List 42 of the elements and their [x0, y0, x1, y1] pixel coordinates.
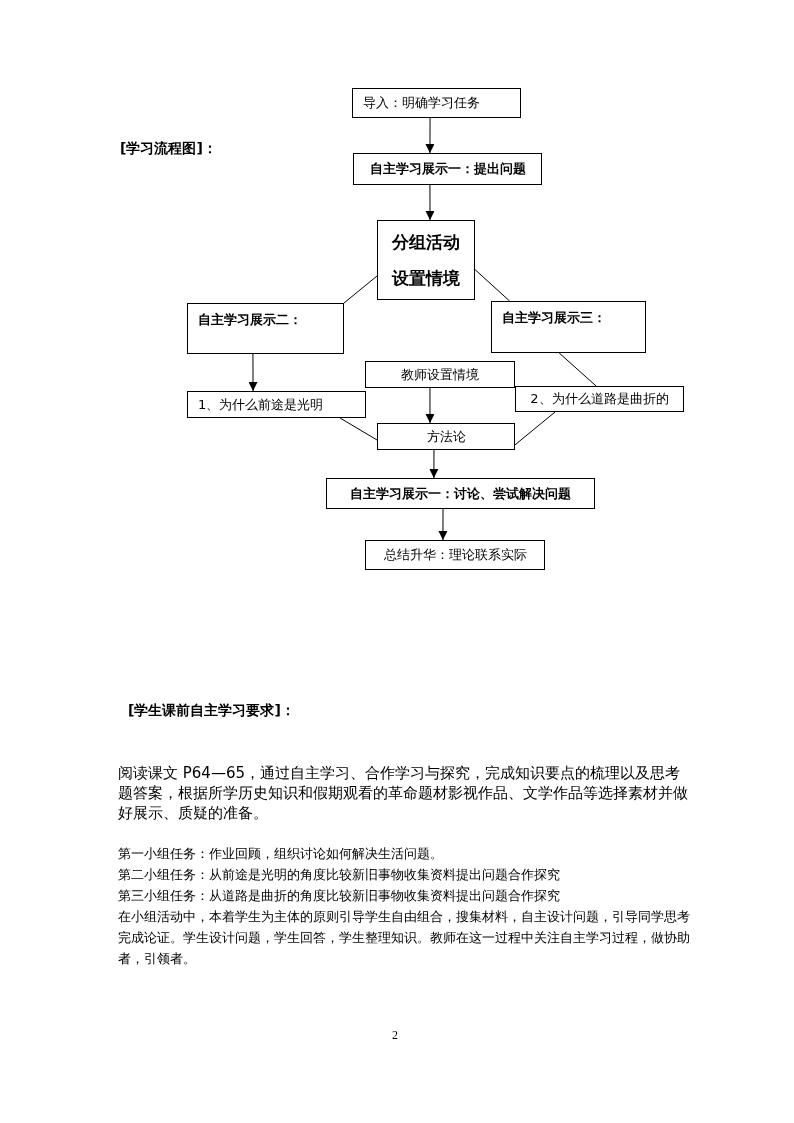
arrow — [425, 184, 435, 221]
arrow — [248, 353, 258, 392]
task-text: 第二小组任务：从前途是光明的角度比较新旧事物收集资料提出问题合作探究 — [118, 866, 560, 884]
connector-line — [558, 352, 597, 387]
step-text: 自主学习展示一：提出问题 — [369, 161, 526, 177]
process-box — [365, 361, 515, 388]
step-text: 方法论 — [426, 428, 466, 445]
step-text: 1、为什么前途是光明 — [197, 396, 324, 413]
step-text: 2、为什么道路是曲折的 — [530, 391, 669, 407]
process-box — [377, 220, 475, 300]
step-text: 导入：明确学习任务 — [362, 95, 480, 111]
step-text: 自主学习展示一：讨论、尝试解决问题 — [350, 485, 571, 502]
process-box — [353, 153, 542, 185]
process-box — [352, 88, 521, 118]
process-box — [326, 478, 595, 509]
connector-line — [474, 269, 511, 302]
section-heading: [学习流程图]： — [120, 140, 217, 158]
step-text: 教师设置情境 — [401, 366, 479, 383]
step-text: 分组活动 — [392, 231, 460, 252]
page-number: 2 — [392, 1028, 398, 1043]
step-text: 自主学习展示三： — [501, 310, 606, 326]
process-box — [515, 386, 684, 412]
step-text: 总结升华：理论联系实际 — [383, 547, 527, 563]
connector-line — [514, 411, 556, 446]
step-text: 设置情境 — [392, 268, 460, 289]
step-text: 自主学习展示二： — [197, 312, 302, 328]
process-box — [187, 303, 344, 354]
task-text: 第三小组任务：从道路是曲折的角度比较新旧事物收集资料提出问题合作探究 — [118, 887, 560, 905]
arrow — [425, 387, 435, 424]
process-box — [491, 301, 646, 353]
paragraph: 在小组活动中，本着学生为主体的原则引导学生自由组合，搜集材料，自主设计问题，引导同学思考完成论证。学生设计问题，学生回答，学生整理知识。教师在这一过程中关注自主学习过程，做协助者，引领者。 — [118, 908, 691, 968]
paragraph: 阅读课文 P64—65，通过自主学习、合作学习与探究，完成知识要点的梳理以及思考题答案，根据所学历史知识和假期观看的革命题材影视作品、文学作品等选择素材并做好展示、质疑的准备。 — [118, 763, 689, 823]
arrow — [425, 117, 435, 154]
connector-line — [343, 275, 378, 304]
section-heading: [学生课前自主学习要求]： — [128, 702, 295, 720]
task-text: 第一小组任务：作业回顾，组织讨论如何解决生活问题。 — [118, 845, 443, 863]
arrow — [429, 449, 439, 479]
process-box — [377, 423, 515, 450]
process-box — [187, 391, 366, 418]
connector-line — [339, 417, 378, 441]
arrow — [438, 508, 448, 541]
process-box — [365, 540, 545, 570]
